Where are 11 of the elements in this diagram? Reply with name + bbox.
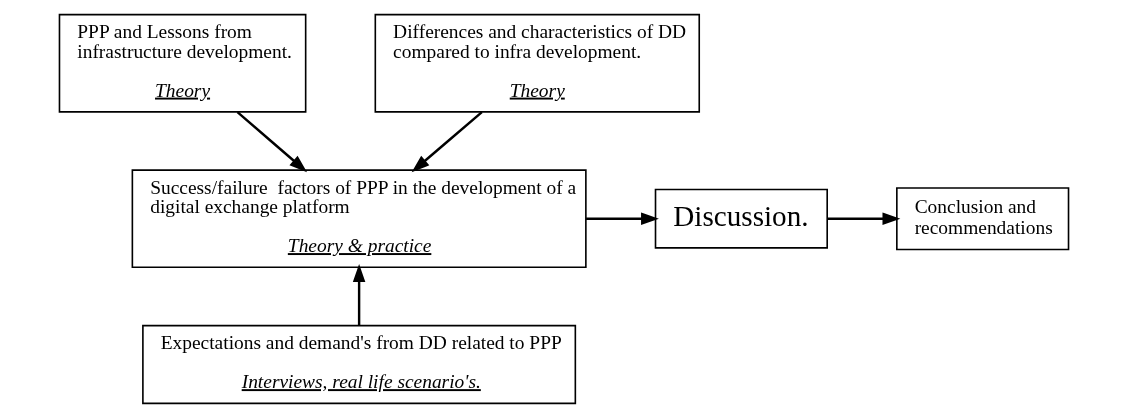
arrow: [352, 264, 365, 326]
arrow: [411, 111, 483, 173]
node-box: Differences and characteristics of DD compared to infra development. Theory: [374, 13, 700, 113]
node-box: PPP and Lessons from infrastructure development. Theory: [58, 13, 306, 113]
node-box: Expectations and demand's from DD related to PPP Interviews, real life scenario's.: [141, 324, 576, 405]
node-box: Success/failure factors of PPP in the development of a digital exchange platform Theory & practice: [131, 169, 587, 269]
arrow: [827, 212, 900, 225]
node-box: Discussion.: [654, 188, 828, 249]
arrow: [585, 212, 659, 225]
node-box: Conclusion and recommendations: [895, 187, 1069, 251]
arrow: [236, 111, 307, 173]
